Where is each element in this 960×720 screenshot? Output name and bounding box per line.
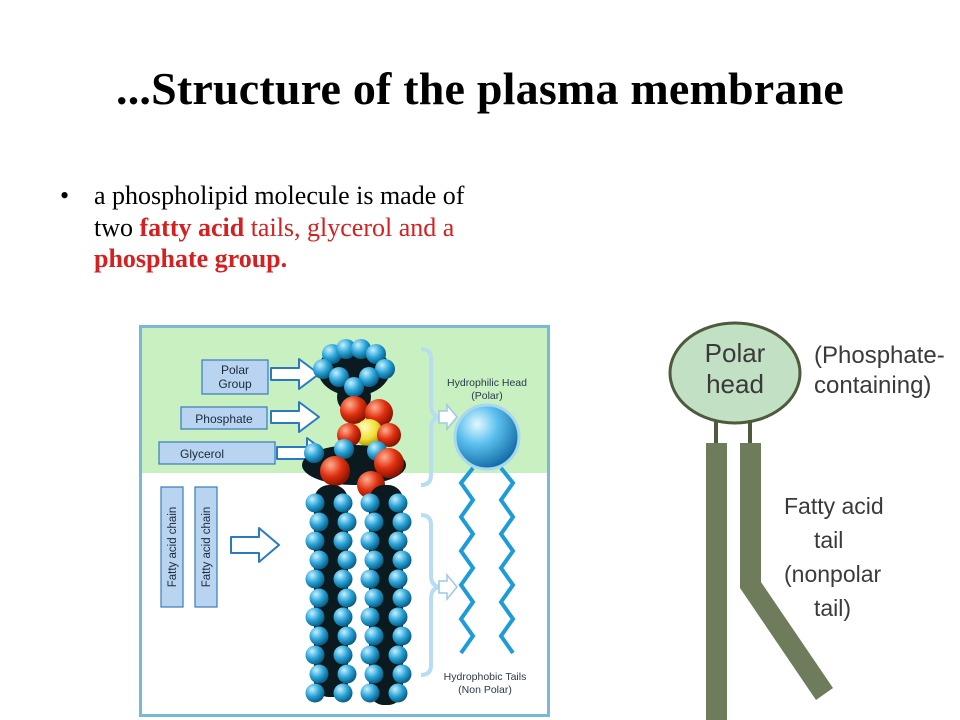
- tail-atom: [309, 550, 329, 570]
- tail-atom: [337, 512, 357, 532]
- hydrophobic-tails-line1: Hydrophobic Tails: [444, 671, 527, 683]
- tail-atom: [305, 531, 325, 551]
- tail-atom: [333, 569, 353, 589]
- tail-label-line3: (nonpolar: [784, 561, 882, 587]
- tail-atom: [333, 607, 353, 627]
- polar-head-line2: head: [706, 369, 764, 399]
- hydrophobic-tails-line2: (Non Polar): [458, 684, 512, 696]
- tail-atom: [337, 664, 357, 684]
- svg-text:Phosphate: Phosphate: [195, 412, 253, 426]
- simplified-tail-left: [458, 466, 476, 655]
- tail-atom: [392, 664, 412, 684]
- tail-atom: [364, 664, 384, 684]
- tail-atom: [388, 569, 408, 589]
- bullet-text-1: a phospholipid molecule is made of two: [94, 181, 465, 242]
- phospholipid-model: Polar Group Phosphate Glycerol Fatty aci…: [139, 325, 550, 717]
- phosphate-label: Phosphate: [180, 406, 268, 430]
- tail-atom: [333, 645, 353, 665]
- figure-frame: [139, 325, 550, 717]
- tail-atom: [305, 683, 325, 703]
- bullet-text-3: tails,: [244, 212, 308, 242]
- fatty-acid-tail-straight: [706, 443, 727, 720]
- tail-atom: [309, 664, 329, 684]
- tail-atom: [305, 607, 325, 627]
- tail-atom: [388, 607, 408, 627]
- bullet-phosphate-group: phosphate group.: [94, 244, 288, 274]
- tail-atom: [364, 588, 384, 608]
- tail-atom: [360, 531, 380, 551]
- tail-atom: [309, 626, 329, 646]
- tail-label-line2: tail: [814, 527, 843, 553]
- tail-atom: [392, 588, 412, 608]
- tail-atom: [392, 512, 412, 532]
- tail-atom: [305, 493, 325, 513]
- tail-atom: [388, 645, 408, 665]
- tail-atom: [364, 550, 384, 570]
- polar-group-arrow: [270, 358, 320, 390]
- space-filling-molecule: [302, 339, 412, 705]
- tail-atom: [305, 569, 325, 589]
- polar-group-line1: Polar: [221, 363, 249, 377]
- bullet-text-4: glycerol and a: [307, 212, 455, 242]
- tail-atom: [309, 588, 329, 608]
- tail-atom: [337, 588, 357, 608]
- polar-head-circle: [668, 321, 802, 425]
- bullet-marker: •: [60, 181, 70, 210]
- tail-atom: [337, 626, 357, 646]
- phospholipid-schematic: Polar head (Phosphate- containing) Fatty…: [668, 321, 945, 720]
- tail-atom: [360, 569, 380, 589]
- tail-atom: [364, 626, 384, 646]
- svg-text:Glycerol: Glycerol: [180, 447, 224, 461]
- polar-group-line2: Group: [218, 377, 252, 391]
- tail-atom: [333, 683, 353, 703]
- fatty-acid-chain-label-2: Fatty acid chain: [194, 486, 218, 608]
- tail-atom: [333, 531, 353, 551]
- head-brace-arrow: [438, 402, 458, 432]
- bullet-fatty-acid: fatty acid: [139, 212, 245, 242]
- fatty-acid-tail-bent: [740, 443, 833, 700]
- tail-atom: [360, 493, 380, 513]
- tail-atom: [392, 626, 412, 646]
- simplified-head-ball: [453, 403, 521, 471]
- simplified-tail-right: [498, 466, 516, 655]
- tail-atom: [337, 550, 357, 570]
- slide-title: ...Structure of the plasma membrane: [116, 63, 844, 114]
- tail-atom: [388, 683, 408, 703]
- tail-label-line1: Fatty acid: [784, 493, 884, 519]
- tail-atom: [309, 512, 329, 532]
- tail-atom: [392, 550, 412, 570]
- glycerol-label: Glycerol: [158, 441, 276, 465]
- hydrophilic-head-line1: Hydrophilic Head: [447, 377, 527, 389]
- fatty-acid-arrow: [230, 527, 280, 563]
- tail-atom: [360, 645, 380, 665]
- fatty-acid-chain-label-1: Fatty acid chain: [160, 486, 184, 608]
- tail-atom: [388, 531, 408, 551]
- svg-text:Fatty acid chain: Fatty acid chain: [167, 507, 179, 588]
- head-note-line2: containing): [814, 372, 931, 399]
- tail-atom: [305, 645, 325, 665]
- tail-brace-arrow: [438, 572, 458, 602]
- polar-head-line1: Polar: [705, 338, 766, 368]
- tail-atom: [333, 493, 353, 513]
- bullet-point: • a phospholipid molecule is made of two…: [60, 180, 482, 275]
- tail-atom: [388, 493, 408, 513]
- polar-group-label: Polar Group: [201, 359, 269, 395]
- bullet-text: a phospholipid molecule is made of two f…: [94, 180, 482, 275]
- phosphate-arrow: [270, 401, 320, 433]
- hydrophilic-head-line2: (Polar): [471, 390, 503, 402]
- head-note-line1: (Phosphate-: [814, 342, 945, 369]
- tail-atom: [360, 607, 380, 627]
- tail-label-line4: tail): [814, 595, 851, 621]
- svg-text:Fatty acid chain: Fatty acid chain: [201, 507, 213, 588]
- tail-atom: [364, 512, 384, 532]
- tail-atom: [360, 683, 380, 703]
